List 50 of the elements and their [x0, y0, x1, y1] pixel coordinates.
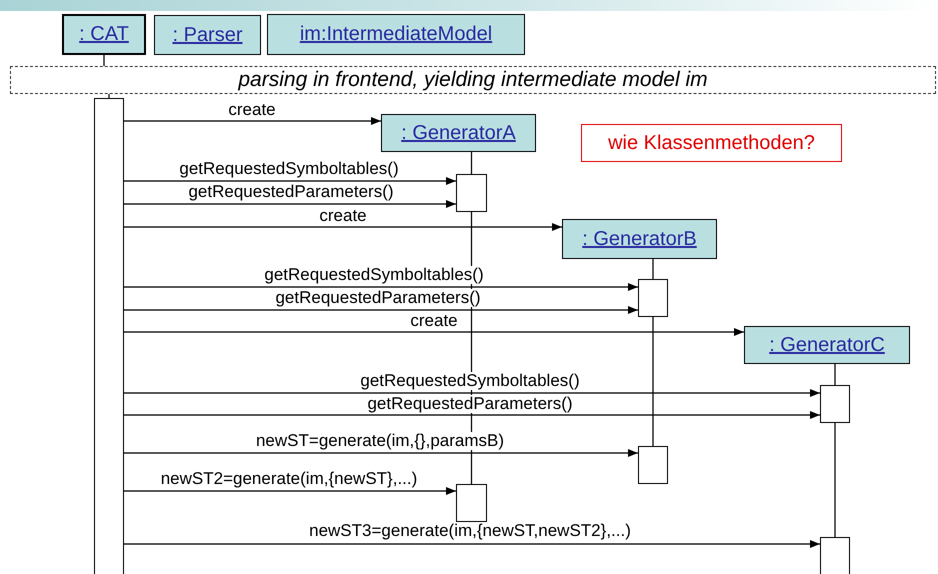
object-box: [381, 114, 536, 152]
object-name: : CAT: [79, 23, 129, 46]
lifeline: [470, 152, 472, 174]
activation-bar: [456, 174, 487, 212]
message-label: newST3=generate(im,{newST,newST2},...): [308, 522, 632, 540]
message-arrow: [124, 389, 820, 397]
message-arrow: [124, 449, 638, 457]
note-text: wie Klassenmethoden?: [608, 132, 815, 154]
message-label: getRequestedParameters(): [366, 395, 574, 413]
message-arrow: [124, 328, 744, 336]
fragment-text: parsing in frontend, yielding intermediate model im: [238, 68, 708, 92]
lifeline: [834, 364, 836, 385]
message-arrow: [124, 283, 638, 291]
message-label: getRequestedParameters(): [274, 289, 482, 307]
activation-bar: [820, 537, 850, 574]
lifeline: [652, 317, 654, 446]
message-arrow: [124, 487, 456, 495]
object-box: [744, 326, 910, 364]
object-box: [562, 219, 717, 259]
message-arrow: [124, 223, 562, 231]
message-arrow: [124, 117, 381, 125]
object-box: [267, 14, 525, 55]
lifeline: [652, 259, 654, 279]
lifeline: [834, 423, 836, 537]
object-name: : GeneratorA: [401, 122, 516, 144]
activation-bar: [638, 446, 668, 484]
activation-bar: [456, 484, 487, 522]
object-name: im:IntermediateModel: [300, 23, 492, 46]
object-name: : Parser: [172, 24, 243, 46]
message-label: newST2=generate(im,{newST},...): [160, 470, 418, 488]
activation-bar: [820, 385, 850, 423]
message-label: getRequestedSymboltables(): [178, 160, 400, 178]
message-label: getRequestedSymboltables(): [263, 266, 485, 284]
object-box: [154, 15, 261, 55]
object-name: : GeneratorB: [582, 228, 697, 250]
activation-bar: [638, 279, 668, 317]
message-arrow: [124, 200, 456, 208]
activation-bar: [94, 98, 124, 574]
note-box: [581, 124, 842, 162]
lifeline: [103, 55, 105, 66]
message-arrow: [124, 177, 456, 185]
object-name: : GeneratorC: [769, 334, 885, 356]
message-arrow: [124, 306, 638, 314]
fragment-band: [10, 66, 936, 94]
message-label: getRequestedSymboltables(): [359, 372, 581, 390]
message-arrow: [124, 540, 820, 548]
message-arrow: [124, 411, 820, 419]
message-label: getRequestedParameters(): [187, 183, 395, 201]
object-box: [62, 14, 146, 55]
message-label: newST=generate(im,{},paramsB): [254, 432, 506, 450]
